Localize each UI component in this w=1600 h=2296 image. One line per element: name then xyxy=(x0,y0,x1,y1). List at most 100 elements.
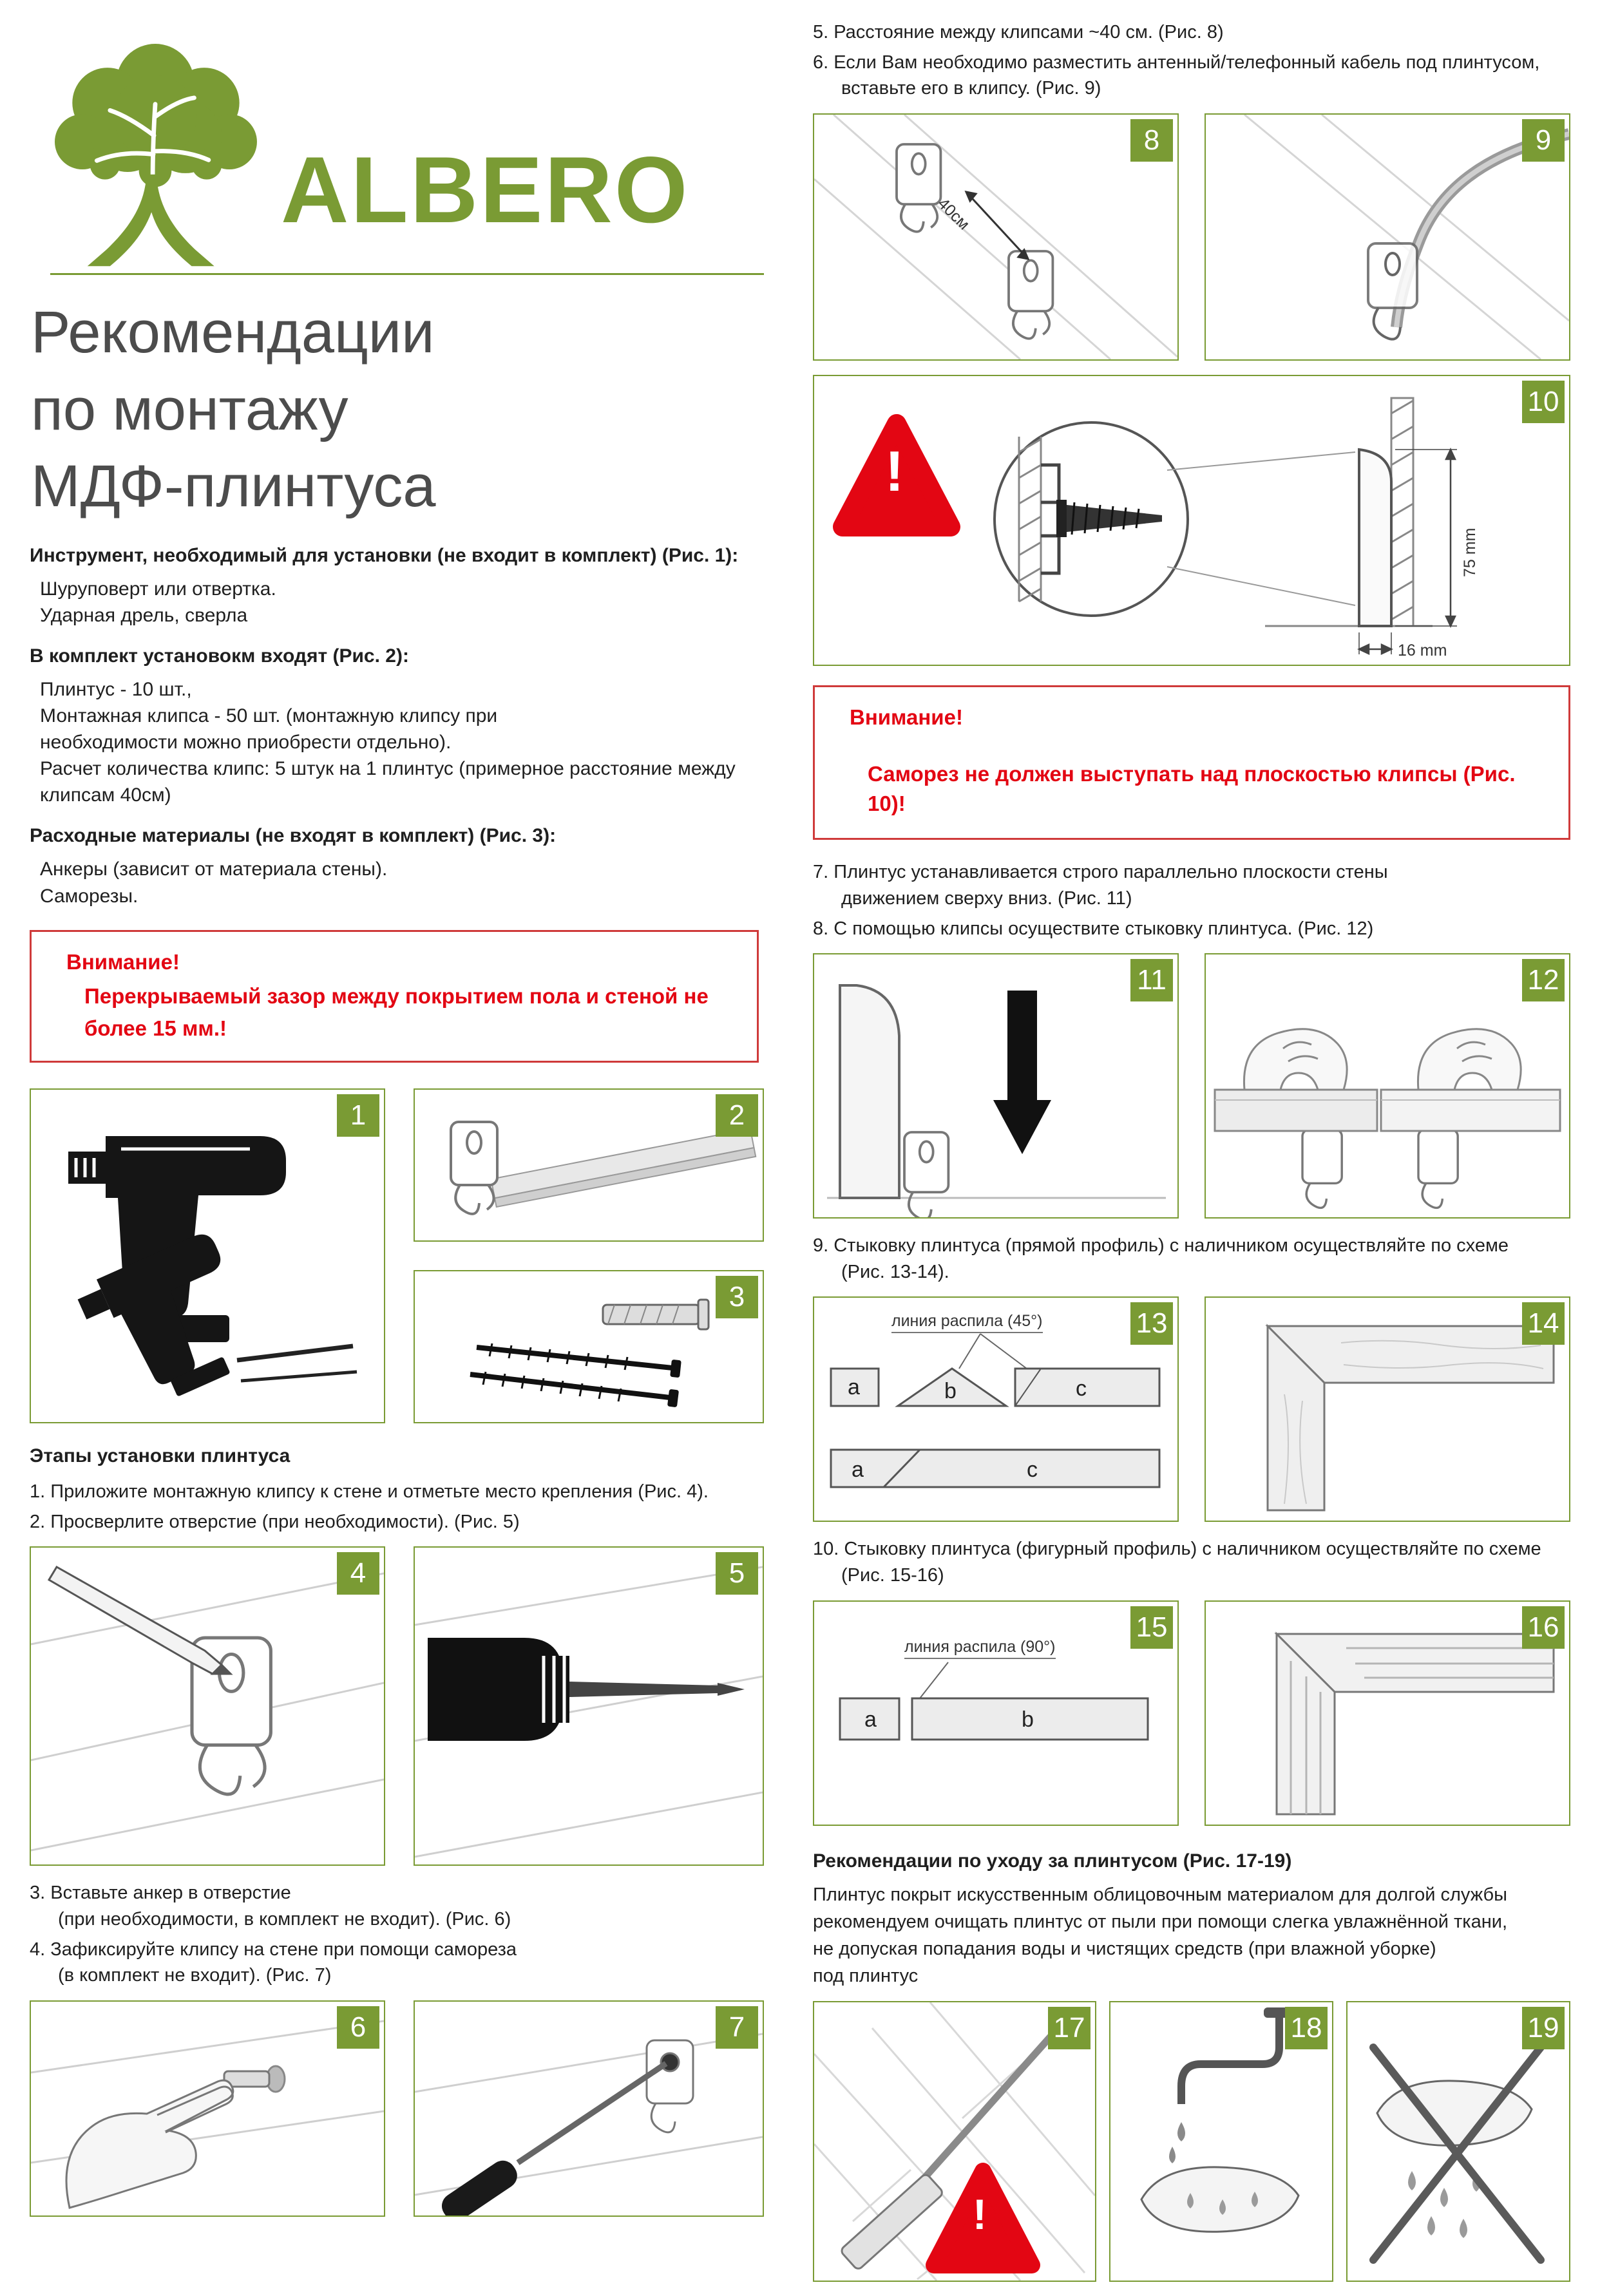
figure-number: 3 xyxy=(716,1276,758,1319)
warning-title: Внимание! xyxy=(66,949,180,974)
anchor-and-screws-illustration xyxy=(470,1298,710,1408)
install-step-9: 9. Стыковку плинтуса (прямой профиль) с … xyxy=(813,1233,1570,1285)
figure-number: 19 xyxy=(1522,2006,1565,2049)
figure-13: линия распила (45°) a b c a c 13 xyxy=(813,1296,1179,1523)
figures-2-3-stack: 2 xyxy=(414,1088,764,1424)
care-text-line: Плинтус покрыт искусственным облицовочны… xyxy=(813,1884,1507,1905)
page-title-line3: МДФ-плинтуса xyxy=(31,453,436,520)
figures-13-14: линия распила (45°) a b c a c 13 xyxy=(813,1296,1570,1523)
figures-8-9: 40см 8 9 xyxy=(813,113,1570,361)
pencil-marking-illustration xyxy=(31,1566,384,1852)
warning-exclamation: ! xyxy=(973,2190,987,2238)
figure-number: 1 xyxy=(337,1094,379,1137)
no-water-illustration xyxy=(1369,2043,1545,2264)
letter-b: b xyxy=(1022,1707,1034,1732)
figure-4: 4 xyxy=(30,1546,385,1866)
letter-b: b xyxy=(944,1379,957,1404)
plinth-joining-illustration xyxy=(1214,1028,1561,1210)
figures-6-7: 6 7 xyxy=(30,2000,764,2217)
letter-c: c xyxy=(1027,1457,1038,1483)
figure-11: 11 xyxy=(813,953,1179,1219)
cable-in-clip-illustration xyxy=(1244,114,1569,359)
tools-line: Шуруповерт или отвертка. xyxy=(40,578,276,600)
figures-17-19: ! 17 18 xyxy=(813,2000,1570,2282)
install-step-10-line2: (Рис. 15-16) xyxy=(841,1564,944,1586)
figure-number: 7 xyxy=(716,2006,758,2049)
hand-anchor-illustration xyxy=(31,2020,384,2209)
care-text-line: под плинтус xyxy=(813,1965,919,1986)
header-divider xyxy=(50,273,764,275)
clip-spacing-illustration xyxy=(814,114,1177,359)
clip-and-plinth-illustration xyxy=(450,1121,757,1215)
letter-a: a xyxy=(848,1375,860,1400)
plinth-mount-direction-illustration xyxy=(827,984,1166,1218)
screw-depth-illustration xyxy=(833,397,1457,655)
warning-title: Внимание! xyxy=(850,705,963,729)
figure-15: линия распила (90°) a b 15 xyxy=(813,1600,1179,1826)
install-step-10-line1: 10. Стыковку плинтуса (фигурный профиль)… xyxy=(813,1539,1541,1560)
drilling-illustration xyxy=(415,1566,763,1858)
figure-9: 9 xyxy=(1205,113,1570,361)
install-step-3-line1: 3. Вставьте анкер в отверстие xyxy=(30,1883,291,1904)
cut-scheme-45-illustration xyxy=(830,1333,1161,1488)
install-step-3: 3. Вставьте анкер в отверстие (при необх… xyxy=(30,1880,764,1932)
figure-number: 5 xyxy=(716,1552,758,1595)
figures-1-3: 1 2 xyxy=(30,1088,764,1424)
figured-profile-corner-illustration xyxy=(1274,1631,1555,1815)
install-step-4-line1: 4. Зафиксируйте клипсу на стене при помо… xyxy=(30,1939,517,1960)
figure-8: 40см 8 xyxy=(813,113,1179,361)
figure-2: 2 xyxy=(414,1088,764,1242)
tools-line: Ударная дрель, сверла xyxy=(40,604,248,626)
care-heading: Рекомендации по уходу за плинтусом (Рис.… xyxy=(813,1850,1292,1872)
install-steps-heading: Этапы установки плинтуса xyxy=(30,1445,290,1467)
install-step-1: 1. Приложите монтажную клипсу к стене и … xyxy=(30,1481,709,1503)
figures-11-12: 11 xyxy=(813,953,1570,1219)
install-step-8: 8. С помощью клипсы осуществите стыковку… xyxy=(813,918,1374,939)
tree-logo-icon xyxy=(55,44,257,267)
install-step-5: 5. Расстояние между клипсами ~40 см. (Ри… xyxy=(813,22,1224,43)
install-step-10: 10. Стыковку плинтуса (фигурный профиль)… xyxy=(813,1536,1570,1588)
install-step-7: 7. Плинтус устанавливается строго паралл… xyxy=(813,859,1570,911)
figure-number: 10 xyxy=(1522,380,1565,423)
letter-c: c xyxy=(1076,1376,1087,1401)
install-step-6: 6. Если Вам необходимо разместить антенн… xyxy=(813,50,1570,102)
label-16mm: 16 mm xyxy=(1398,641,1447,659)
warning-body: Саморез не должен выступать над плоскост… xyxy=(868,761,1516,816)
figure-number: 12 xyxy=(1522,959,1565,1002)
install-step-4-line2: (в комплект не входит). (Рис. 7) xyxy=(58,1965,332,1986)
screwdriver-fixing-illustration xyxy=(415,2033,763,2215)
install-step-2: 2. Просверлите отверстие (при необходимо… xyxy=(30,1511,520,1532)
page-title-line2: по монтажу xyxy=(31,376,348,442)
figure-number: 4 xyxy=(337,1552,379,1595)
figure-17: ! 17 xyxy=(813,2000,1096,2282)
figure-6: 6 xyxy=(30,2000,385,2217)
figure-16: 16 xyxy=(1205,1600,1570,1826)
warning-body: Перекрываемый зазор между покрытием пола… xyxy=(84,984,709,1040)
label-75mm: 75 mm xyxy=(1461,527,1479,577)
install-step-7-line2: движением сверху вниз. (Рис. 11) xyxy=(841,887,1132,909)
letter-a: a xyxy=(864,1707,877,1732)
left-column: ALBERO Рекомендации по монтажу МДФ-плинт… xyxy=(30,19,764,2296)
straight-profile-corner-illustration xyxy=(1265,1324,1555,1512)
consumables-line: Саморезы. xyxy=(40,885,138,907)
kit-line: необходимости можно приобрести отдельно)… xyxy=(40,732,452,754)
figure-number: 2 xyxy=(716,1094,758,1137)
install-step-6-line2: вставьте его в клипсу. (Рис. 9) xyxy=(841,78,1101,99)
figure-18: 18 xyxy=(1109,2000,1333,2282)
consumables-heading: Расходные материалы (не входят в комплек… xyxy=(30,825,557,847)
screw-warning-box: Внимание! Саморез не должен выступать на… xyxy=(813,685,1570,840)
figure-3: 3 xyxy=(414,1270,764,1424)
install-step-3-line2: (при необходимости, в комплект не входит… xyxy=(58,1908,511,1930)
figure-number: 16 xyxy=(1522,1606,1565,1649)
figure-19: 19 xyxy=(1346,2000,1570,2282)
warning-exclamation: ! xyxy=(885,439,904,503)
install-step-4: 4. Зафиксируйте клипсу на стене при помо… xyxy=(30,1937,764,1989)
figure-12: 12 xyxy=(1205,953,1570,1219)
drill-tools-illustration xyxy=(68,1136,357,1396)
figure-number: 15 xyxy=(1130,1606,1173,1649)
figure-number: 8 xyxy=(1130,119,1173,162)
figure-number: 17 xyxy=(1048,2006,1090,2049)
figure-14: 14 xyxy=(1205,1296,1570,1523)
figure-5: 5 xyxy=(414,1546,764,1866)
